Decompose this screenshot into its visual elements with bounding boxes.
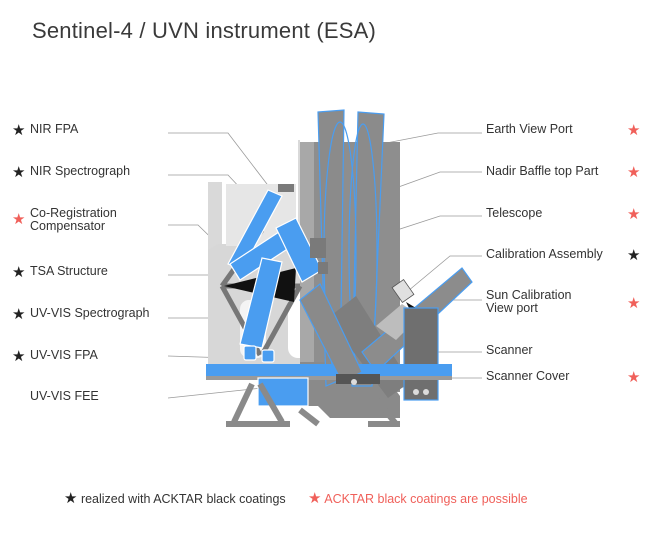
legend-red-text: ACKTAR black coatings are possible <box>324 492 528 506</box>
label-nir-spectrograph: NIR Spectrograph <box>30 164 131 178</box>
label-tsa-structure: TSA Structure <box>30 264 108 278</box>
label-co-registration-compensator: Co-Registration Compensator <box>30 206 117 233</box>
legend-red: ★ ACKTAR black coatings are possible <box>308 489 528 507</box>
marker-nir-fpa: ★ <box>12 122 26 139</box>
marker-scanner-cover: ★ <box>627 369 641 386</box>
label-uv-vis-fpa: UV-VIS FPA <box>30 348 98 362</box>
scanner-shape <box>299 283 380 385</box>
marker-co-registration-compensator: ★ <box>12 211 26 228</box>
label-nadir-baffle-top-part: Nadir Baffle top Part <box>486 164 599 178</box>
label-sun-calibration-view-port: Sun Calibration View port <box>486 288 572 315</box>
support-legs <box>226 382 400 427</box>
label-calibration-assembly: Calibration Assembly <box>486 247 603 261</box>
marker-uv-vis-spectrograph: ★ <box>12 306 26 323</box>
detail-blocks <box>278 184 328 274</box>
label-scanner-cover: Scanner Cover <box>486 369 570 383</box>
label-uv-vis-fee: UV-VIS FEE <box>30 389 99 403</box>
marker-calibration-assembly: ★ <box>627 247 641 264</box>
legend-red-star-icon: ★ <box>308 490 322 507</box>
marker-tsa-structure: ★ <box>12 264 26 281</box>
legend-black-star-icon: ★ <box>64 490 78 507</box>
optical-bench-plate <box>206 364 452 376</box>
legend-black: ★ realized with ACKTAR black coatings <box>64 489 286 507</box>
diagram-title: Sentinel-4 / UVN instrument (ESA) <box>32 18 377 43</box>
legend-black-text: realized with ACKTAR black coatings <box>80 492 286 506</box>
label-earth-view-port: Earth View Port <box>486 122 573 136</box>
marker-uv-vis-fpa: ★ <box>12 348 26 365</box>
label-nir-fpa: NIR FPA <box>30 122 79 136</box>
scanner-cover-shape <box>403 307 439 401</box>
marker-nir-spectrograph: ★ <box>12 164 26 181</box>
label-telescope: Telescope <box>486 206 543 220</box>
marker-earth-view-port: ★ <box>627 122 641 139</box>
marker-sun-calibration-view-port: ★ <box>627 295 641 312</box>
blue-components <box>227 189 323 407</box>
marker-nadir-baffle-top-part: ★ <box>627 164 641 181</box>
label-scanner: Scanner <box>486 343 533 357</box>
marker-telescope: ★ <box>627 206 641 223</box>
label-uv-vis-spectrograph: UV-VIS Spectrograph <box>30 306 150 320</box>
